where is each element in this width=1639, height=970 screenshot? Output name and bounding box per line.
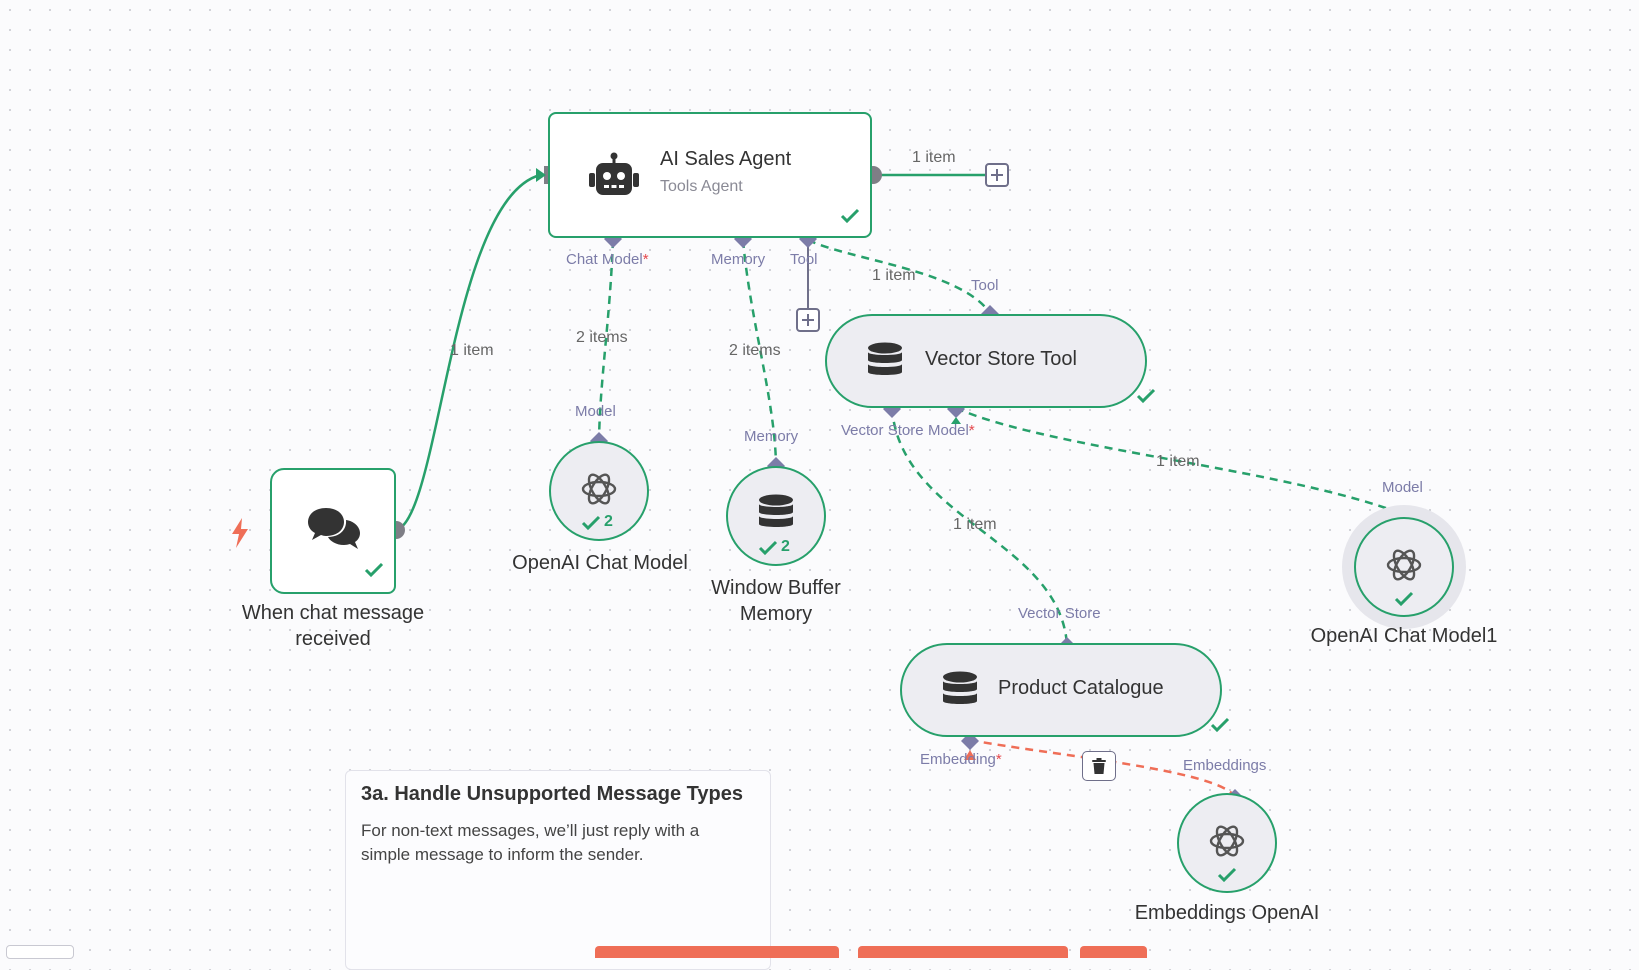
- add-output-node-button[interactable]: [985, 163, 1009, 187]
- port-label-embedding: Embedding*: [920, 751, 1002, 768]
- edge-vs-store[interactable]: [890, 407, 1069, 646]
- trash-icon: [1092, 758, 1106, 774]
- port-label-chat-model: Chat Model*: [566, 251, 649, 268]
- trigger-label: When chat message received: [241, 602, 425, 650]
- success-check-icon: [840, 208, 860, 224]
- embeddings-openai-node[interactable]: [1177, 793, 1277, 893]
- edge-label-agent-out: 1 item: [912, 149, 956, 166]
- partial-node-1[interactable]: [595, 946, 839, 958]
- openai-icon: [1386, 549, 1422, 581]
- plus-icon: [802, 314, 814, 326]
- port-label-model-in: Model: [575, 403, 616, 420]
- canvas-control-tab[interactable]: [6, 945, 74, 959]
- edge-label-chat-model: 2 items: [576, 329, 628, 346]
- openai-chat-model-label: OpenAI Chat Model: [512, 552, 688, 574]
- agent-subtitle: Tools Agent: [660, 178, 743, 195]
- edge-label-tool: 1 item: [872, 267, 916, 284]
- success-check-icon: [581, 515, 601, 531]
- robot-icon: [589, 152, 639, 195]
- edge-embedding[interactable]: [969, 738, 1237, 798]
- trigger-node[interactable]: [270, 468, 396, 594]
- agent-title: AI Sales Agent: [660, 148, 792, 170]
- lightning-icon: [232, 518, 248, 548]
- delete-connection-button[interactable]: [1082, 751, 1116, 781]
- window-buffer-memory-label: Window Buffer Memory: [711, 577, 841, 625]
- edge-label-vs-model: 1 item: [1156, 453, 1200, 470]
- chat-bubbles-icon: [308, 508, 360, 549]
- database-icon: [759, 494, 793, 527]
- port-label-model1-in: Model: [1382, 479, 1423, 496]
- port-label-tool: Tool: [790, 251, 818, 268]
- partial-node-2[interactable]: [858, 946, 1068, 958]
- sticky-note-title: 3a. Handle Unsupported Message Types: [361, 783, 743, 805]
- openai-chat-model1-label: OpenAI Chat Model1: [1310, 625, 1498, 647]
- port-label-vs-vector-store: Vector Store: [841, 422, 924, 439]
- edge-label-trigger-agent: 1 item: [450, 342, 494, 359]
- success-check-icon: [1394, 591, 1414, 607]
- port-label-memory: Memory: [711, 251, 766, 268]
- database-icon: [943, 671, 977, 704]
- agent-node[interactable]: AI Sales Agent Tools Agent: [548, 112, 872, 238]
- partial-node-3[interactable]: [1080, 946, 1147, 958]
- sticky-note[interactable]: 3a. Handle Unsupported Message Types For…: [345, 770, 771, 970]
- vector-store-tool-title: Vector Store Tool: [925, 348, 1077, 370]
- edge-label-vs-store: 1 item: [953, 516, 997, 533]
- port-label-tool-in: Tool: [971, 277, 999, 294]
- success-check-icon: [364, 562, 384, 578]
- edge-chat-model[interactable]: [597, 239, 615, 441]
- port-label-vs-model: Model*: [928, 422, 975, 439]
- edge-label-memory: 2 items: [729, 342, 781, 359]
- edge-vs-model[interactable]: [955, 406, 1413, 520]
- port-label-memory-in: Memory: [744, 428, 799, 445]
- product-catalogue-node[interactable]: Product Catalogue: [900, 643, 1222, 737]
- openai-chat-model1-node[interactable]: [1354, 517, 1454, 617]
- edge-trigger-to-agent[interactable]: [395, 173, 541, 532]
- success-check-icon: [758, 540, 778, 556]
- run-count-badge: 2: [604, 513, 613, 530]
- openai-chat-model-node[interactable]: 2: [549, 441, 649, 541]
- plus-icon: [991, 169, 1003, 181]
- port-label-vector-store-in: Vector Store: [1018, 605, 1101, 622]
- success-check-icon: [1217, 867, 1237, 883]
- openai-icon: [1209, 825, 1245, 857]
- edge-memory[interactable]: [741, 239, 778, 466]
- database-icon: [868, 342, 902, 375]
- success-check-icon: [1136, 388, 1156, 404]
- sticky-note-body: For non-text messages, we’ll just reply …: [361, 821, 700, 864]
- success-check-icon: [1210, 717, 1230, 733]
- vector-store-tool-node[interactable]: Vector Store Tool: [825, 314, 1147, 408]
- edge-tool[interactable]: [807, 238, 992, 314]
- port-label-embeddings-in: Embeddings: [1183, 757, 1267, 774]
- window-buffer-memory-node[interactable]: 2: [726, 466, 826, 566]
- openai-icon: [581, 473, 617, 505]
- add-tool-button[interactable]: [796, 308, 820, 332]
- embeddings-openai-label: Embeddings OpenAI: [1134, 902, 1320, 924]
- product-catalogue-title: Product Catalogue: [998, 677, 1164, 699]
- run-count-badge: 2: [781, 538, 790, 555]
